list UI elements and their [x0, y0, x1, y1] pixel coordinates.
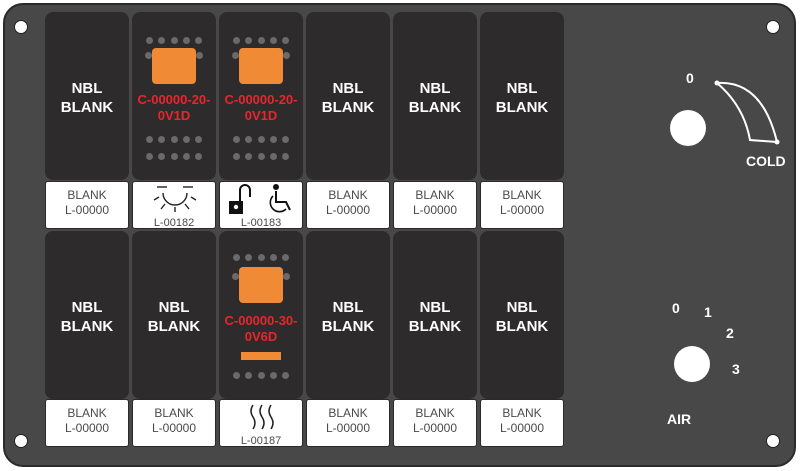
label-id: L-00183	[240, 217, 282, 229]
indicator-light	[239, 267, 283, 303]
cold-knob[interactable]	[670, 110, 706, 146]
label-id: L-00187	[240, 435, 282, 447]
air-label: AIR	[667, 411, 692, 427]
cold-label: COLD	[746, 153, 786, 169]
mounting-hole-bottom-left	[14, 434, 28, 448]
indicator-dots-bottom	[233, 153, 289, 161]
air-position-3: 3	[732, 361, 740, 377]
air-position-1: 1	[704, 304, 712, 320]
indicator-dots-top	[146, 37, 202, 45]
indicator-dots-mid	[233, 136, 289, 144]
air-position-0: 0	[672, 300, 680, 316]
unlock-icon	[229, 184, 251, 214]
sun-light-icon	[153, 186, 197, 212]
indicator-bar	[241, 352, 281, 360]
indicator-dots-top	[233, 37, 289, 45]
wheelchair-icon	[269, 184, 291, 213]
switch-code: C-00000-20-0V1D	[224, 92, 298, 123]
mounting-hole-bottom-right	[766, 434, 780, 448]
label-2: L-00182	[132, 181, 216, 229]
mounting-hole-top-right	[766, 20, 780, 34]
heat-waves-icon	[250, 404, 274, 430]
switch-2-rocker[interactable]: C-00000-20-0V1D	[132, 12, 216, 180]
switch-code: C-00000-30-0V6D	[224, 313, 298, 344]
switch-9-rocker[interactable]: C-00000-30-0V6D	[219, 231, 303, 399]
indicator-dots-bottom	[233, 372, 289, 380]
air-knob[interactable]	[674, 346, 710, 382]
label-9: L-00187	[219, 399, 303, 447]
air-position-2: 2	[726, 325, 734, 341]
mounting-hole-top-left	[14, 20, 28, 34]
switch-3-rocker[interactable]: C-00000-20-0V1D	[219, 12, 303, 180]
cold-position-zero: 0	[686, 70, 694, 86]
label-id: L-00182	[153, 217, 195, 229]
indicator-light	[152, 48, 196, 84]
indicator-dots-mid	[146, 136, 202, 144]
indicator-dots-bottom	[146, 153, 202, 161]
cold-gradient-arc-icon	[714, 80, 780, 145]
indicator-dots-top	[233, 254, 289, 262]
switch-code: C-00000-20-0V1D	[137, 92, 211, 123]
label-3: L-00183	[219, 181, 303, 229]
indicator-light	[239, 48, 283, 84]
